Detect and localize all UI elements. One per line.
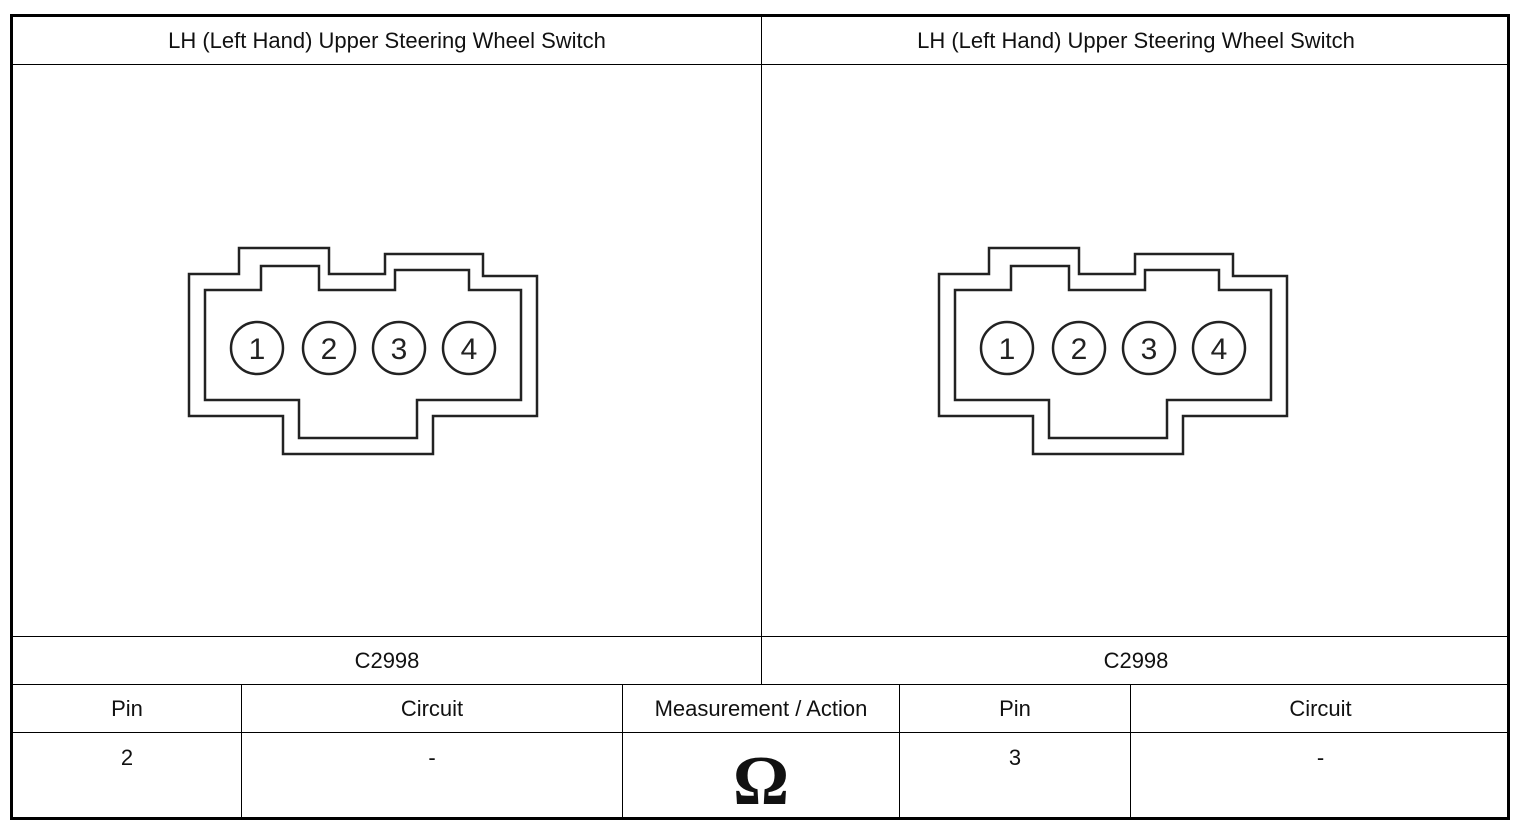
pin-2-circle — [301, 320, 357, 376]
right-connector-id: C2998 — [1103, 647, 1169, 673]
divider — [13, 732, 1507, 733]
pin-label: 1 — [999, 333, 1016, 366]
header-pin-b: Pin — [999, 695, 1031, 721]
pin-3-circle — [371, 320, 427, 376]
ohm-icon: Ω — [623, 733, 899, 820]
left-connector-id: C2998 — [354, 647, 420, 673]
header-pin-a: Pin — [111, 695, 143, 721]
header-measurement: Measurement / Action — [654, 695, 868, 721]
pin-3-circle — [1121, 320, 1177, 376]
divider — [1130, 684, 1131, 820]
divider — [761, 17, 762, 684]
pin-label: 4 — [461, 333, 478, 366]
right-title: LH (Left Hand) Upper Steering Wheel Swit… — [917, 27, 1355, 53]
pin-1-circle — [229, 320, 285, 376]
pin-4-circle — [1191, 320, 1247, 376]
divider — [899, 684, 900, 820]
pin-2-circle — [1051, 320, 1107, 376]
pin-4-circle — [441, 320, 497, 376]
connector-test-table: LH (Left Hand) Upper Steering Wheel Swit… — [10, 14, 1510, 820]
measurement-symbol: Ω — [732, 742, 790, 820]
row-circuit-b: - — [1316, 745, 1325, 770]
pin-label: 2 — [321, 333, 338, 366]
divider — [241, 684, 242, 820]
left-title: LH (Left Hand) Upper Steering Wheel Swit… — [168, 27, 606, 53]
pin-label: 3 — [1141, 333, 1158, 366]
right-connector-diagram: 1 2 3 4 — [937, 246, 1289, 456]
header-circuit-a: Circuit — [400, 695, 464, 721]
divider — [13, 636, 1507, 637]
divider — [13, 684, 1507, 685]
row-pin-b: 3 — [1008, 745, 1022, 770]
row-circuit-a: - — [428, 745, 436, 770]
row-pin-a: 2 — [120, 745, 134, 770]
pin-label: 1 — [249, 333, 266, 366]
pin-label: 4 — [1211, 333, 1228, 366]
divider — [13, 64, 1507, 65]
pin-label: 2 — [1071, 333, 1088, 366]
divider — [622, 684, 623, 820]
pin-1-circle — [979, 320, 1035, 376]
pin-label: 3 — [391, 333, 408, 366]
header-circuit-b: Circuit — [1289, 695, 1352, 721]
left-connector-diagram: 1 2 3 4 — [187, 246, 539, 456]
